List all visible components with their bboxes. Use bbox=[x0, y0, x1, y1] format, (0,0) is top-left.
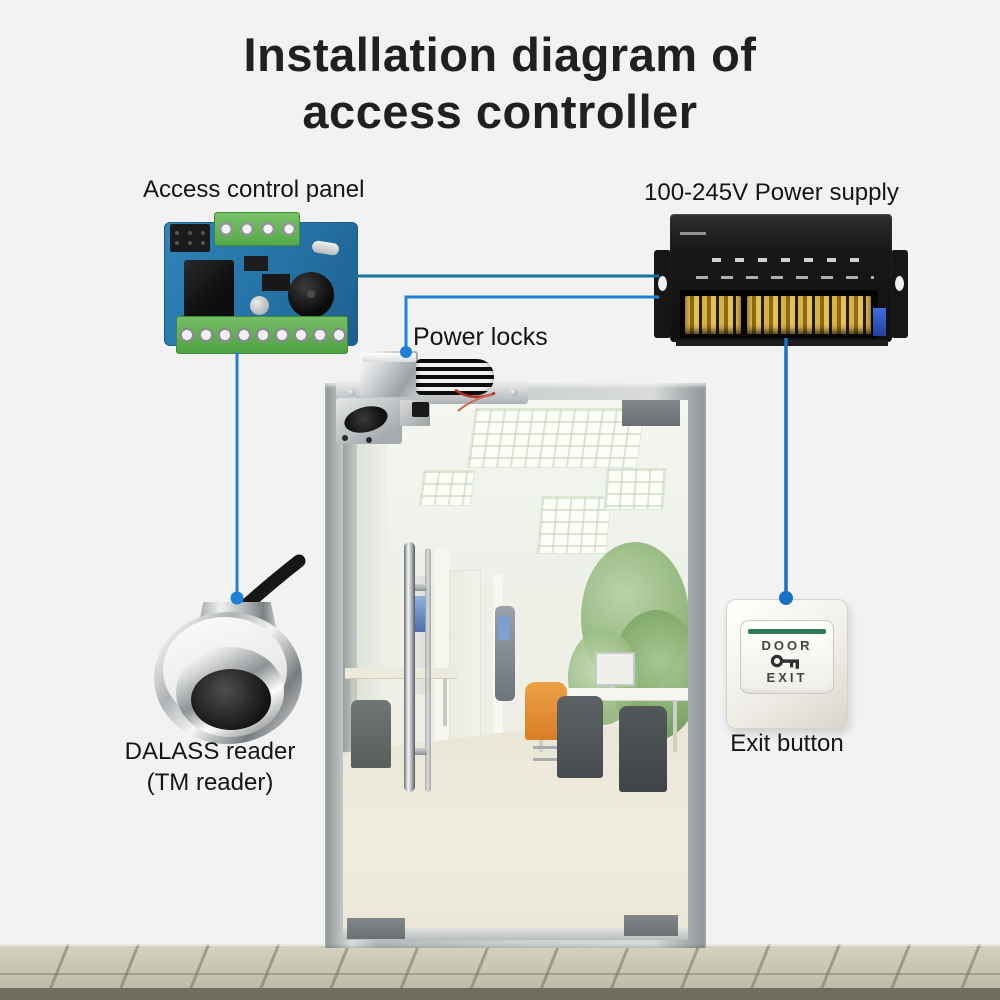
psu-print-text bbox=[696, 276, 874, 279]
handle-standoff bbox=[413, 584, 427, 591]
door-bottom-rail bbox=[343, 928, 688, 940]
page-title-line2: access controller bbox=[302, 85, 698, 138]
ic-chip bbox=[244, 256, 268, 271]
psu-mount-flange bbox=[654, 250, 671, 338]
table-leg bbox=[443, 678, 447, 726]
ceiling-light-panel bbox=[466, 408, 646, 468]
interior-table bbox=[345, 668, 457, 678]
key-icon bbox=[741, 653, 833, 670]
glass-door-panel bbox=[343, 400, 688, 940]
screw bbox=[366, 437, 372, 443]
ceiling-light-panel bbox=[536, 496, 612, 554]
access-control-panel-board bbox=[164, 212, 358, 354]
glass-clamp bbox=[622, 400, 680, 426]
psu-fuse-holder bbox=[873, 308, 886, 336]
kiosk-screen bbox=[498, 616, 510, 640]
exit-button-face: DOOR EXIT bbox=[740, 620, 834, 694]
psu-print-text bbox=[712, 258, 872, 262]
door-handle-inner bbox=[425, 548, 431, 792]
exit-button-device: DOOR EXIT bbox=[726, 599, 848, 729]
exit-button-exit-text: EXIT bbox=[766, 670, 808, 685]
psu-mount-hole bbox=[658, 276, 667, 291]
label-power-locks: Power locks bbox=[413, 323, 548, 351]
handle-standoff bbox=[413, 748, 427, 755]
screw bbox=[348, 389, 355, 396]
relay bbox=[184, 260, 234, 326]
door-handle bbox=[404, 542, 415, 792]
screw bbox=[510, 389, 517, 396]
ic-chip bbox=[262, 274, 290, 291]
office-chair bbox=[557, 696, 603, 778]
tm-reader-contact bbox=[191, 669, 271, 730]
psu-print-text bbox=[680, 232, 706, 235]
bolt-lock-top bbox=[362, 353, 416, 362]
label-dalass-reader: DALASS reader (TM reader) bbox=[110, 736, 310, 798]
page-title: Installation diagram of access controlle… bbox=[0, 26, 1000, 140]
power-supply-unit bbox=[654, 212, 908, 348]
screw bbox=[342, 435, 348, 441]
tiled-floor bbox=[0, 944, 1000, 1000]
psu-terminals-ac bbox=[685, 296, 741, 334]
psu-terminals-dc bbox=[747, 296, 871, 334]
label-dalass-reader-line2: (TM reader) bbox=[146, 769, 274, 796]
bolt-hole bbox=[341, 402, 391, 437]
ceiling-light-panel bbox=[418, 470, 476, 506]
capacitor bbox=[250, 296, 269, 315]
pin-connector bbox=[170, 224, 210, 252]
page-title-line1: Installation diagram of bbox=[243, 28, 757, 81]
lock-corner-bracket bbox=[336, 398, 402, 444]
buzzer-hole bbox=[307, 290, 315, 298]
chair-legs bbox=[533, 740, 559, 780]
glass-clamp bbox=[347, 918, 405, 939]
lock-arm-notch bbox=[412, 402, 429, 417]
terminal-block-bottom bbox=[176, 316, 348, 354]
psu-mount-flange bbox=[891, 250, 908, 338]
bolt-lock-cylinder bbox=[416, 359, 494, 395]
label-power-supply: 100-245V Power supply bbox=[644, 179, 899, 206]
exit-button-green-bar bbox=[748, 629, 826, 634]
interior-chair bbox=[351, 700, 391, 768]
interior-monitor bbox=[595, 652, 635, 686]
interior-wall bbox=[357, 400, 387, 750]
glass-clamp bbox=[624, 915, 678, 936]
label-exit-button: Exit button bbox=[730, 730, 844, 757]
glass-door-frame bbox=[325, 383, 706, 948]
desk-leg bbox=[673, 700, 677, 752]
label-dalass-reader-line1: DALASS reader bbox=[124, 738, 296, 765]
office-chair bbox=[619, 706, 667, 792]
psu-bottom-lip bbox=[676, 340, 888, 346]
exit-button-door-text: DOOR bbox=[761, 638, 813, 653]
bolt-lock-body bbox=[360, 351, 418, 397]
ceiling-light-panel bbox=[603, 468, 667, 510]
terminal-block-top bbox=[214, 212, 300, 246]
label-access-control-panel: Access control panel bbox=[143, 176, 365, 203]
psu-mount-hole bbox=[895, 276, 904, 291]
